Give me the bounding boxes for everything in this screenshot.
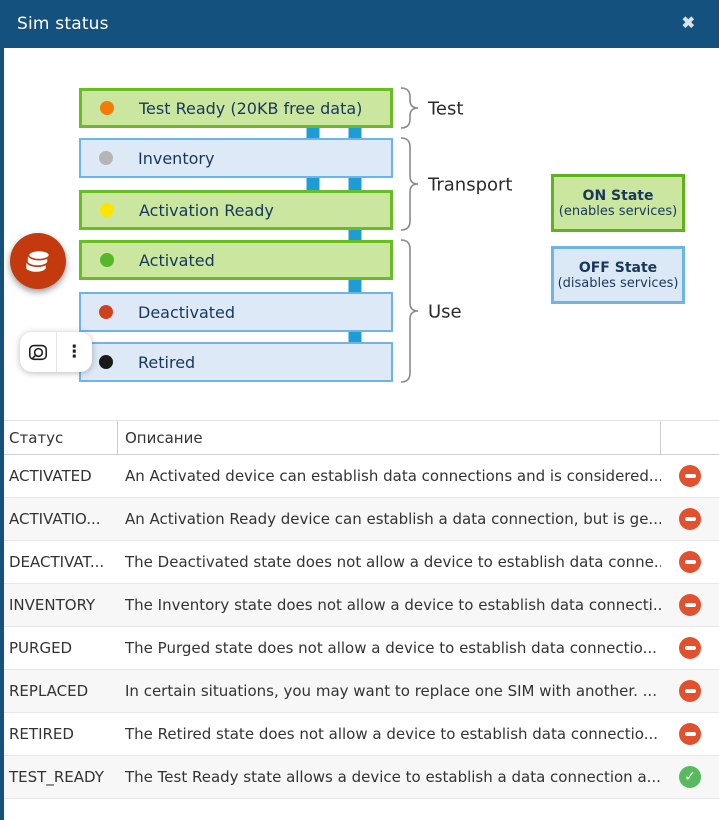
- state-label: Inventory: [138, 148, 215, 168]
- description-cell: The Deactivated state does not allow a d…: [125, 553, 661, 571]
- state-label: Activation Ready: [139, 200, 274, 220]
- table-header-row: Статус Описание: [4, 420, 719, 455]
- denied-minus-icon[interactable]: [679, 680, 701, 702]
- description-cell: An Activation Ready device can establish…: [125, 510, 661, 528]
- state-label: Test Ready (20KB free data): [139, 98, 363, 118]
- state-dot-icon: [100, 203, 114, 217]
- description-cell: The Test Ready state allows a device to …: [125, 768, 661, 786]
- description-cell: An Activated device can establish data c…: [125, 467, 661, 485]
- status-cell: RETIRED: [9, 725, 74, 743]
- table-row[interactable]: RETIRED The Retired state does not allow…: [4, 713, 719, 756]
- denied-minus-icon[interactable]: [679, 465, 701, 487]
- column-header-description[interactable]: Описание: [118, 421, 661, 454]
- state-dot-icon: [99, 355, 113, 369]
- status-cell: PURGED: [9, 639, 73, 657]
- status-cell: INVENTORY: [9, 596, 96, 614]
- group-label-transport: Transport: [428, 174, 513, 196]
- state-label: Activated: [139, 250, 215, 270]
- status-cell: TEST_READY: [9, 768, 104, 786]
- modal-titlebar: Sim status ✖: [4, 0, 719, 48]
- table-row[interactable]: TEST_READY The Test Ready state allows a…: [4, 756, 719, 799]
- group-label-use: Use: [428, 301, 462, 323]
- kebab-menu-glyph: ⋮: [65, 341, 83, 362]
- icon-glyph: [684, 517, 696, 521]
- icon-glyph: ✓: [684, 769, 696, 785]
- legend-on-title: ON State: [582, 187, 654, 204]
- description-cell: The Purged state does not allow a device…: [125, 639, 657, 657]
- state-label: Retired: [138, 352, 196, 372]
- close-icon[interactable]: ✖: [678, 12, 699, 36]
- description-cell: In certain situations, you may want to r…: [125, 682, 657, 700]
- denied-minus-icon[interactable]: [679, 637, 701, 659]
- icon-glyph: [684, 474, 696, 478]
- icon-glyph: [684, 732, 696, 736]
- state-box-test-ready-kb-free-data: Test Ready (20KB free data): [79, 88, 393, 128]
- group-brackets: [400, 87, 419, 383]
- table-row[interactable]: ACTIVATED An Activated device can establ…: [4, 455, 719, 498]
- allowed-check-icon[interactable]: ✓: [679, 766, 701, 788]
- table-row[interactable]: ACTIVATIO... An Activation Ready device …: [4, 498, 719, 541]
- state-label: Deactivated: [138, 302, 236, 322]
- state-dot-icon: [99, 151, 113, 165]
- denied-minus-icon[interactable]: [679, 594, 701, 616]
- camera-lens-icon[interactable]: [20, 332, 56, 372]
- legend-off-subtitle: (disables services): [557, 275, 679, 291]
- status-cell: ACTIVATED: [9, 467, 92, 485]
- status-cell: ACTIVATIO...: [9, 510, 101, 528]
- page-title: Sim status: [17, 14, 109, 34]
- legend-off-title: OFF State: [578, 259, 658, 276]
- table-row[interactable]: INVENTORY The Inventory state does not a…: [4, 584, 719, 627]
- status-table: Статус Описание ACTIVATED An Activated d…: [4, 420, 719, 799]
- state-box-inventory: Inventory: [79, 138, 393, 178]
- legend-off-state: OFF State (disables services): [551, 246, 685, 304]
- state-dot-icon: [100, 101, 114, 115]
- denied-minus-icon[interactable]: [679, 508, 701, 530]
- denied-minus-icon[interactable]: [679, 723, 701, 745]
- state-box-activation-ready: Activation Ready: [79, 190, 393, 230]
- icon-glyph: [684, 689, 696, 693]
- state-dot-icon: [99, 305, 113, 319]
- coin-stack-glyph: [24, 249, 51, 274]
- state-dot-icon: [100, 253, 114, 267]
- table-row[interactable]: REPLACED In certain situations, you may …: [4, 670, 719, 713]
- state-box-retired: Retired: [79, 342, 393, 382]
- status-cell: REPLACED: [9, 682, 89, 700]
- kebab-menu-icon[interactable]: ⋮: [55, 332, 93, 372]
- table-row[interactable]: PURGED The Purged state does not allow a…: [4, 627, 719, 670]
- column-header-icon: [661, 421, 719, 454]
- legend-on-state: ON State (enables services): [551, 174, 685, 232]
- icon-glyph: [684, 560, 696, 564]
- description-cell: The Retired state does not allow a devic…: [125, 725, 659, 743]
- state-box-activated: Activated: [79, 240, 393, 280]
- table-row[interactable]: DEACTIVAT... The Deactivated state does …: [4, 541, 719, 584]
- description-cell: The Inventory state does not allow a dev…: [125, 596, 661, 614]
- state-box-deactivated: Deactivated: [79, 292, 393, 332]
- screenshot-tool-overlay: ⋮: [20, 332, 92, 372]
- group-label-test: Test: [428, 98, 464, 120]
- coins-icon[interactable]: [10, 233, 66, 289]
- icon-glyph: [684, 603, 696, 607]
- status-cell: DEACTIVAT...: [9, 553, 105, 571]
- denied-minus-icon[interactable]: [679, 551, 701, 573]
- column-header-status[interactable]: Статус: [4, 421, 118, 454]
- table-body: ACTIVATED An Activated device can establ…: [4, 455, 719, 799]
- legend-on-subtitle: (enables services): [558, 203, 678, 219]
- icon-glyph: [684, 646, 696, 650]
